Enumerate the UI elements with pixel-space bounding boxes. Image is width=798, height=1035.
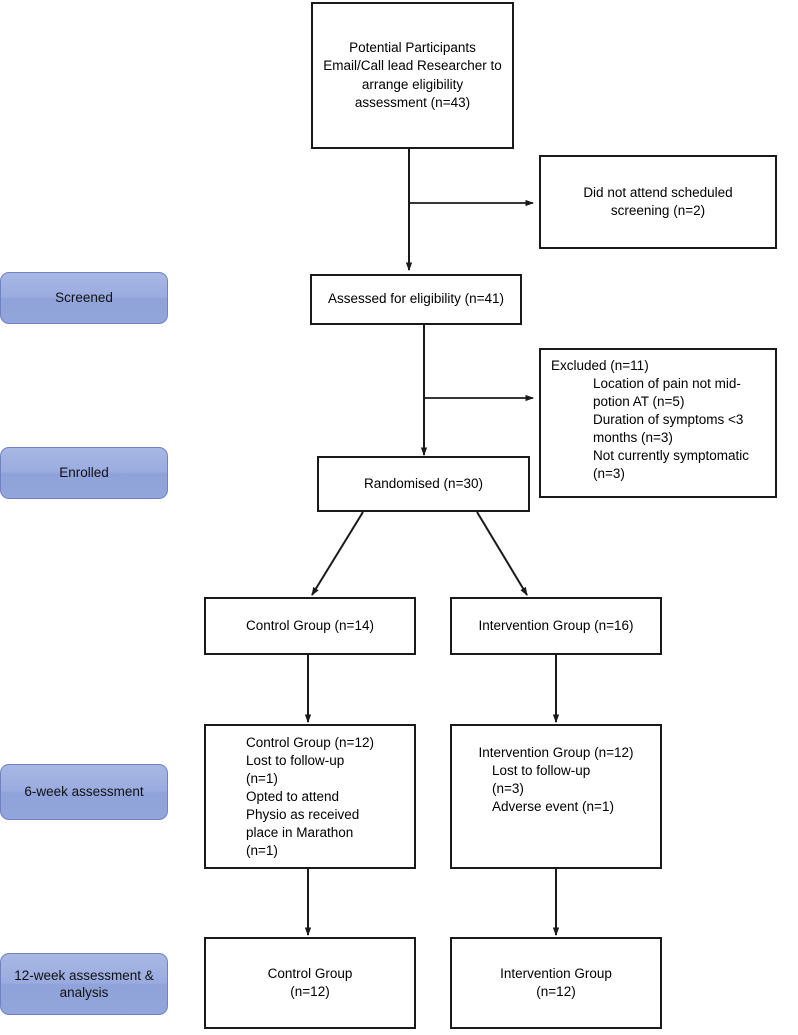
box-control-group-analysis-text: Control Group (n=12) <box>267 965 353 999</box>
box-control-group-followup-details: Lost to follow-up (n=1) Opted to attend … <box>246 753 360 859</box>
box-assessed-for-eligibility: Assessed for eligibility (n=41) <box>310 274 522 325</box>
box-did-not-attend-screening: Did not attend scheduled screening (n=2) <box>539 155 777 249</box>
box-intervention-group-analysis: Intervention Group (n=12) <box>450 937 662 1029</box>
stage-badge-enrolled: Enrolled <box>0 447 168 499</box>
box-randomised: Randomised (n=30) <box>317 456 530 512</box>
box-control-group-followup-header: Control Group (n=12) <box>246 735 374 750</box>
connector-randomised-to-control <box>311 511 364 596</box>
box-intervention-group-followup: Intervention Group (n=12) Lost to follow… <box>450 724 662 869</box>
box-potential-participants-text: Potential Participants Email/Call lead R… <box>323 40 502 110</box>
box-intervention-group-allocated-text: Intervention Group (n=16) <box>478 617 634 633</box>
box-randomised-text: Randomised (n=30) <box>364 475 483 491</box>
box-intervention-group-analysis-text: Intervention Group (n=12) <box>500 965 612 999</box>
box-intervention-group-allocated: Intervention Group (n=16) <box>450 597 662 655</box>
box-control-group-allocated: Control Group (n=14) <box>204 597 416 655</box>
box-control-group-followup: Control Group (n=12) Lost to follow-up (… <box>204 724 416 869</box>
box-intervention-group-followup-details: Lost to follow-up (n=3) Adverse event (n… <box>492 763 614 815</box>
box-excluded-reason-1: Duration of symptoms <3 months (n=3) <box>593 412 744 446</box>
stage-badge-6-week-assessment: 6-week assessment <box>0 764 168 820</box>
box-assessed-for-eligibility-text: Assessed for eligibility (n=41) <box>328 291 504 307</box>
box-excluded-reason-2: Not currently symptomatic (n=3) <box>593 448 750 482</box>
box-excluded-reason-0: Location of pain not mid- potion AT (n=5… <box>593 376 741 410</box>
stage-badge-12-week-assessment-analysis: 12-week assessment & analysis <box>0 953 168 1015</box>
box-excluded: Excluded (n=11) Location of pain not mid… <box>539 348 777 498</box>
box-did-not-attend-screening-text: Did not attend scheduled screening (n=2) <box>583 184 733 218</box>
box-excluded-header: Excluded (n=11) <box>551 358 649 373</box>
box-control-group-allocated-text: Control Group (n=14) <box>246 617 374 633</box>
box-intervention-group-followup-header: Intervention Group (n=12) <box>478 745 634 760</box>
box-control-group-analysis: Control Group (n=12) <box>204 937 416 1029</box>
box-potential-participants: Potential Participants Email/Call lead R… <box>311 2 514 149</box>
stage-badge-screened: Screened <box>0 272 168 324</box>
connector-randomised-to-intervention <box>476 511 528 596</box>
